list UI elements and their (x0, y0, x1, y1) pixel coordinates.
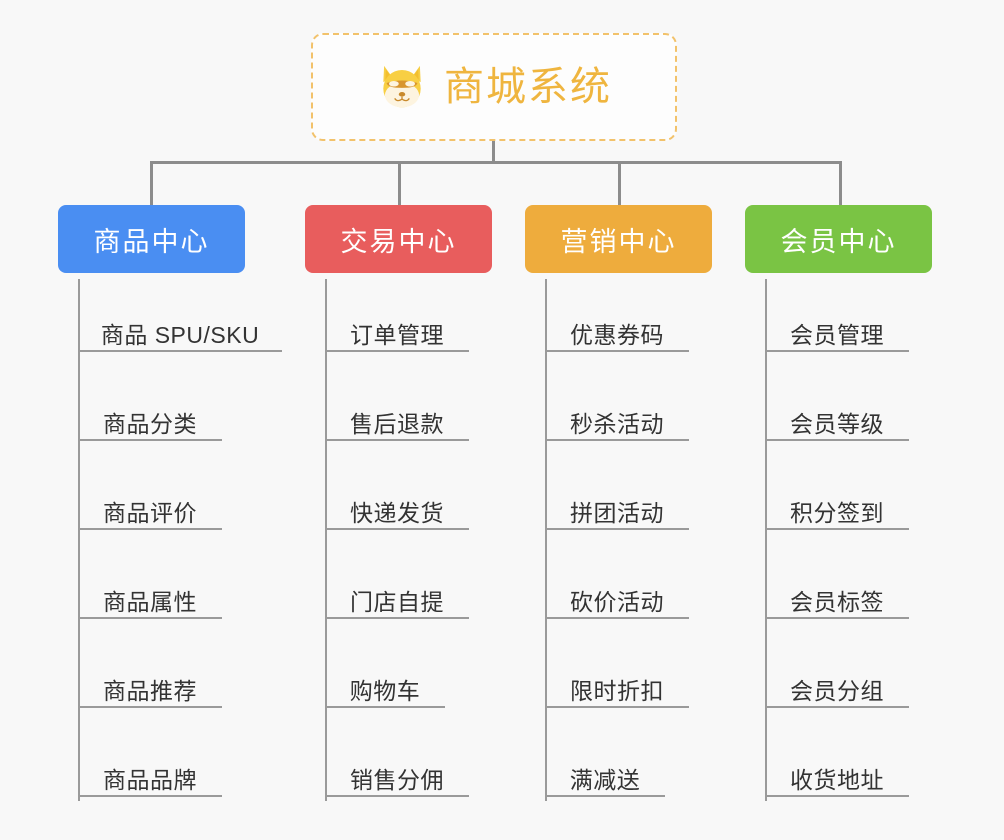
leaf-label: 售后退款 (350, 410, 444, 437)
leaf-item[interactable]: 门店自提 (325, 587, 469, 619)
leaf-item[interactable]: 销售分佣 (325, 765, 469, 797)
leaf-label: 秒杀活动 (570, 410, 664, 437)
leaf-label: 销售分佣 (350, 766, 444, 793)
leaf-label: 商品评价 (103, 499, 197, 526)
branch-trunk-member-center (765, 279, 767, 801)
branch-label: 营销中心 (560, 226, 677, 257)
leaf-label: 商品属性 (103, 588, 197, 615)
root-node[interactable]: 商城系统 (311, 33, 677, 141)
branch-trunk-trade-center (325, 279, 327, 801)
leaf-label: 会员分组 (790, 677, 884, 704)
leaf-item[interactable]: 会员管理 (765, 320, 909, 352)
leaf-item[interactable]: 会员分组 (765, 676, 909, 708)
leaf-item[interactable]: 收货地址 (765, 765, 909, 797)
leaf-label: 优惠券码 (570, 321, 664, 348)
leaf-item[interactable]: 商品分类 (78, 409, 222, 441)
leaf-label: 商品 SPU/SKU (100, 321, 260, 348)
leaf-label: 会员标签 (790, 588, 884, 615)
leaf-item[interactable]: 购物车 (325, 676, 445, 708)
leaf-label: 限时折扣 (570, 677, 664, 704)
connector-bus (150, 161, 842, 164)
leaf-item[interactable]: 订单管理 (325, 320, 469, 352)
branch-trunk-product-center (78, 279, 80, 801)
branch-label: 交易中心 (340, 226, 457, 257)
leaf-label: 购物车 (349, 677, 421, 704)
branch-label: 会员中心 (780, 226, 897, 257)
leaf-item[interactable]: 秒杀活动 (545, 409, 689, 441)
connector-drop-2 (398, 161, 401, 207)
leaf-item[interactable]: 快递发货 (325, 498, 469, 530)
branch-header-marketing-center[interactable]: 营销中心 (525, 205, 712, 273)
leaf-item[interactable]: 拼团活动 (545, 498, 689, 530)
leaf-label: 商品分类 (103, 410, 197, 437)
leaf-item[interactable]: 优惠券码 (545, 320, 689, 352)
root-title: 商城系统 (444, 65, 612, 109)
leaf-label: 门店自提 (350, 588, 444, 615)
branch-header-member-center[interactable]: 会员中心 (745, 205, 932, 273)
leaf-item[interactable]: 售后退款 (325, 409, 469, 441)
leaf-label: 商品品牌 (103, 766, 197, 793)
branch-label: 商品中心 (93, 226, 210, 257)
leaf-item[interactable]: 限时折扣 (545, 676, 689, 708)
connector-drop-4 (839, 161, 842, 207)
leaf-label: 积分签到 (790, 499, 884, 526)
leaf-item[interactable]: 商品属性 (78, 587, 222, 619)
leaf-label: 快递发货 (350, 499, 444, 526)
shiba-dog-face-icon (383, 65, 421, 111)
connector-root-stem (492, 141, 495, 163)
leaf-label: 砍价活动 (570, 588, 664, 615)
leaf-label: 满减送 (569, 766, 641, 793)
leaf-label: 会员管理 (790, 321, 884, 348)
leaf-item[interactable]: 商品品牌 (78, 765, 222, 797)
leaf-label: 收货地址 (790, 766, 884, 793)
leaf-item[interactable]: 会员等级 (765, 409, 909, 441)
leaf-label: 商品推荐 (103, 677, 197, 704)
leaf-label: 订单管理 (350, 321, 444, 348)
branch-header-product-center[interactable]: 商品中心 (58, 205, 245, 273)
leaf-item[interactable]: 会员标签 (765, 587, 909, 619)
leaf-item[interactable]: 满减送 (545, 765, 665, 797)
leaf-label: 拼团活动 (570, 499, 664, 526)
leaf-item[interactable]: 砍价活动 (545, 587, 689, 619)
connector-drop-1 (150, 161, 153, 207)
branch-header-trade-center[interactable]: 交易中心 (305, 205, 492, 273)
leaf-item[interactable]: 商品推荐 (78, 676, 222, 708)
connector-drop-3 (618, 161, 621, 207)
leaf-item[interactable]: 商品 SPU/SKU (78, 320, 282, 352)
leaf-item[interactable]: 商品评价 (78, 498, 222, 530)
leaf-label: 会员等级 (790, 410, 884, 437)
branch-trunk-marketing-center (545, 279, 547, 801)
leaf-item[interactable]: 积分签到 (765, 498, 909, 530)
